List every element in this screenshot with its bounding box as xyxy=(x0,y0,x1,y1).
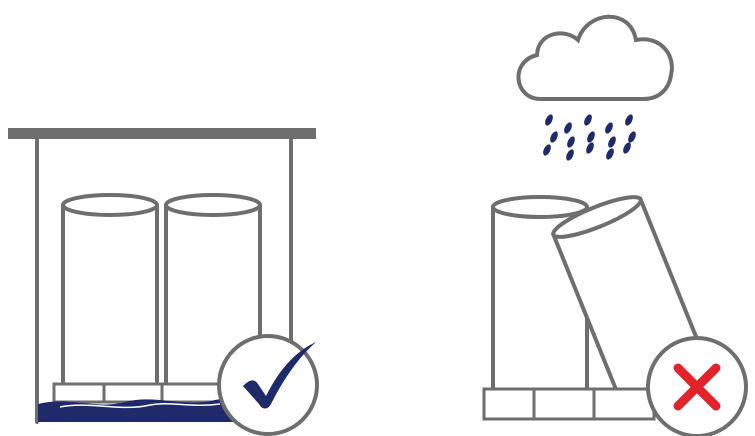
left-panel xyxy=(8,128,319,436)
barrel-left xyxy=(61,193,159,388)
rain-drops xyxy=(543,114,636,161)
rain-drop xyxy=(587,131,595,143)
pallet-left xyxy=(52,382,234,404)
rain-drop xyxy=(625,114,633,126)
rain-drop xyxy=(605,122,613,134)
cross-circle-icon xyxy=(646,336,748,436)
cloud-icon xyxy=(516,14,674,101)
rain-drop xyxy=(564,122,572,134)
rain-drop xyxy=(628,131,636,143)
rain-drop xyxy=(567,136,575,148)
barrel-right xyxy=(164,193,262,388)
rain-drop xyxy=(566,149,574,161)
roof xyxy=(8,128,316,139)
rain-drop xyxy=(623,142,631,154)
rain-drop xyxy=(606,148,614,160)
rain-drop xyxy=(550,131,558,143)
checkmark-icon xyxy=(243,342,316,409)
rain-drop xyxy=(545,114,553,126)
rain-drop xyxy=(543,144,551,156)
cross-icon xyxy=(673,363,721,411)
rain-drop xyxy=(584,114,592,126)
rain-drop xyxy=(608,136,616,148)
water-ripple xyxy=(59,402,221,409)
pallet-right xyxy=(482,387,656,421)
right-panel xyxy=(482,14,748,436)
checkmark-circle-icon xyxy=(217,334,319,436)
rain-drop xyxy=(586,142,594,154)
